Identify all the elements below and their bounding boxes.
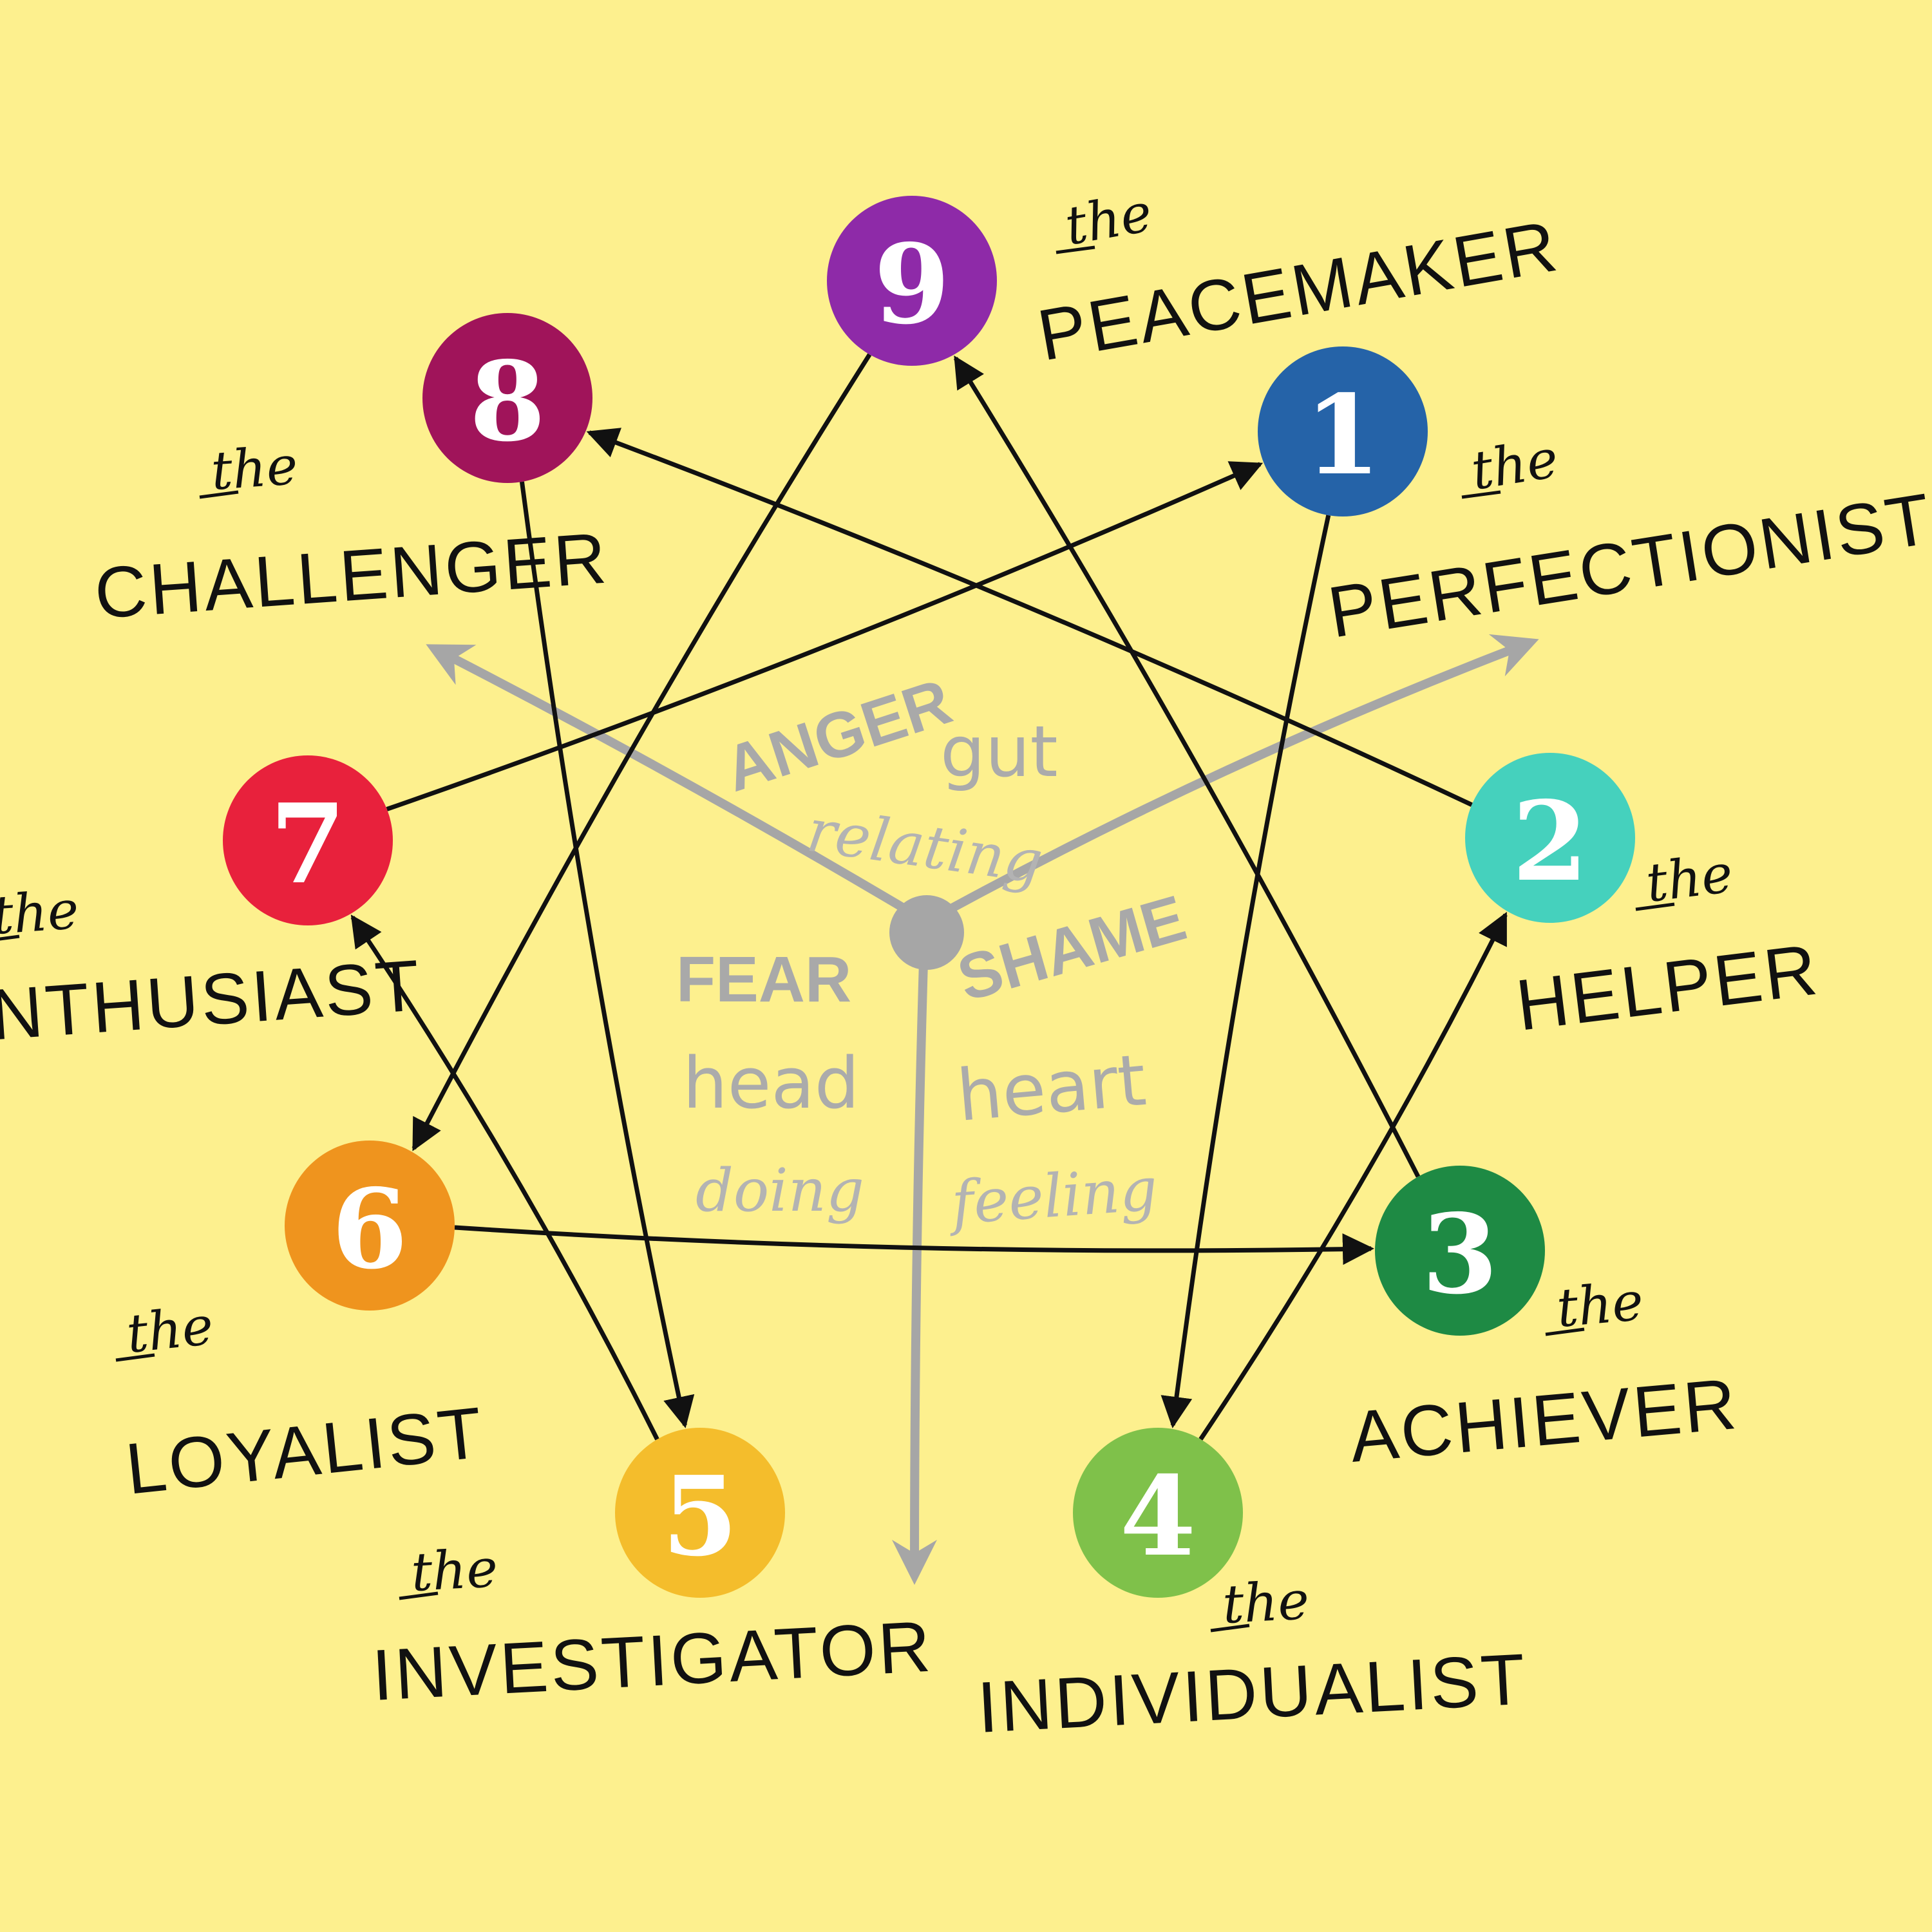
center-heart: heart bbox=[954, 1039, 1149, 1137]
arrow-3-to-9 bbox=[953, 355, 1421, 1178]
article-underline bbox=[1545, 1327, 1585, 1336]
emotion-anger: ANGER bbox=[716, 665, 960, 806]
type-nodes: 1 2 3 4 5 6 7 8 9 bbox=[223, 196, 1635, 1598]
article-underline bbox=[1056, 245, 1095, 254]
gray-arrow-gut bbox=[426, 644, 917, 919]
type-node-9: 9 bbox=[827, 196, 997, 366]
label-type-name: ACHIEVER bbox=[1347, 1363, 1741, 1477]
type-node-2: 2 bbox=[1465, 753, 1635, 923]
node-circle bbox=[827, 196, 997, 366]
article-underline bbox=[1635, 902, 1675, 911]
type-node-6: 6 bbox=[285, 1141, 455, 1311]
type-node-8: 8 bbox=[422, 313, 592, 483]
article-underline bbox=[1210, 1624, 1250, 1633]
center-axes bbox=[426, 634, 1539, 1585]
label-article: the bbox=[1467, 428, 1562, 502]
mode-relating: relating bbox=[803, 796, 1047, 897]
arrow-8-to-5 bbox=[519, 481, 695, 1428]
center-dot bbox=[889, 895, 964, 970]
label-type-name: ENTHUSIAST bbox=[0, 945, 424, 1059]
gray-arrow-heart bbox=[938, 634, 1539, 919]
article-underline bbox=[1461, 490, 1501, 499]
node-circle bbox=[223, 755, 393, 925]
emotion-shame: SHAME bbox=[950, 882, 1193, 1015]
mode-doing: doing bbox=[696, 1156, 864, 1225]
type-number: 3 bbox=[1422, 1190, 1498, 1319]
arrow-5-to-7 bbox=[350, 914, 659, 1441]
type-node-3: 3 bbox=[1375, 1166, 1545, 1336]
type-node-4: 4 bbox=[1073, 1428, 1243, 1598]
article-underline bbox=[199, 490, 239, 499]
label-type-name: INDIVIDUALIST bbox=[976, 1638, 1530, 1748]
arrow-2-to-8 bbox=[586, 428, 1473, 807]
type-number: 7 bbox=[270, 780, 346, 909]
emotion-fear: FEAR bbox=[676, 943, 851, 1016]
type-number: 8 bbox=[469, 337, 545, 466]
type-number: 2 bbox=[1512, 777, 1588, 906]
arrow-1-to-4 bbox=[1160, 515, 1331, 1428]
node-circle bbox=[422, 313, 592, 483]
article-underline bbox=[115, 1353, 155, 1362]
node-circle bbox=[1258, 346, 1428, 516]
label-type-name: LOYALIST bbox=[122, 1392, 488, 1510]
node-circle bbox=[285, 1141, 455, 1311]
arrow-6-to-3 bbox=[454, 1225, 1374, 1265]
node-circle bbox=[1073, 1428, 1243, 1598]
label-article: the bbox=[124, 1295, 216, 1365]
type-number: 6 bbox=[332, 1165, 408, 1294]
label-type-name: INVESTIGATOR bbox=[370, 1606, 935, 1716]
type-number: 4 bbox=[1120, 1452, 1196, 1581]
article-underline bbox=[399, 1591, 439, 1600]
type-number: 5 bbox=[662, 1452, 738, 1581]
center-head: head bbox=[683, 1042, 860, 1124]
gray-arrow-head bbox=[892, 940, 938, 1585]
label-article: the bbox=[1554, 1271, 1645, 1340]
label-article: the bbox=[209, 435, 300, 502]
type-node-1: 1 bbox=[1258, 346, 1428, 516]
label-article: the bbox=[1061, 182, 1157, 258]
mode-feeling: feeling bbox=[945, 1155, 1160, 1238]
type-node-5: 5 bbox=[615, 1428, 785, 1598]
node-circle bbox=[1375, 1166, 1545, 1336]
label-article: the bbox=[0, 880, 80, 947]
node-circle bbox=[615, 1428, 785, 1598]
label-article: the bbox=[1221, 1570, 1311, 1636]
label-article: the bbox=[1643, 843, 1736, 914]
arrow-7-to-1 bbox=[386, 461, 1264, 811]
type-number: 1 bbox=[1305, 371, 1381, 500]
type-number: 9 bbox=[874, 220, 950, 349]
arrow-4-to-2 bbox=[1198, 911, 1508, 1441]
center-gut: gut bbox=[940, 710, 1058, 793]
arrow-lines bbox=[350, 353, 1508, 1441]
node-circle bbox=[1465, 753, 1635, 923]
label-type-name: PERFECTIONIST bbox=[1323, 478, 1932, 653]
label-article: the bbox=[410, 1538, 499, 1604]
label-type-name: CHALLENGER bbox=[92, 517, 611, 633]
arrow-9-to-6 bbox=[412, 353, 872, 1151]
article-underline bbox=[0, 934, 20, 941]
type-node-7: 7 bbox=[223, 755, 393, 925]
label-type-name: HELPER bbox=[1512, 929, 1824, 1046]
